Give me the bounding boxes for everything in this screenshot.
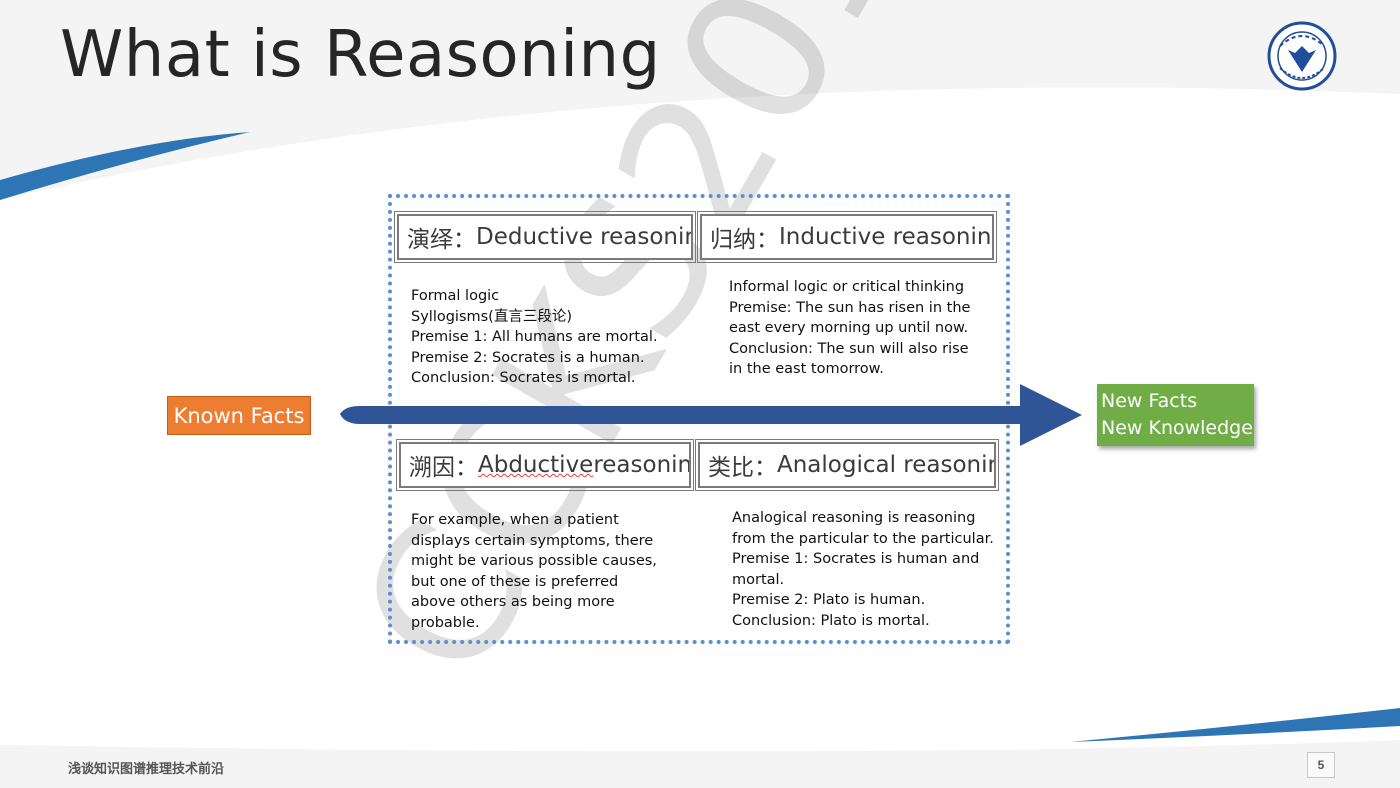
new-knowledge-line: New Knowledge [1101, 417, 1253, 439]
abductive-en-suffix: reasoning [593, 452, 691, 478]
analogical-body: Analogical reasoning is reasoning from t… [732, 510, 994, 629]
zhejiang-university-seal-icon [1267, 21, 1337, 91]
arrow-icon [340, 384, 1082, 446]
page-number: 5 [1307, 752, 1335, 778]
new-facts-box: New Facts New Knowledge [1097, 384, 1254, 446]
analogical-en-label: Analogical reasoning [777, 452, 996, 478]
footer-band [0, 740, 1400, 788]
inductive-body: Informal logic or critical thinking Prem… [729, 279, 971, 377]
inductive-cn-label: 归纳： [710, 227, 779, 253]
known-facts-box: Known Facts [167, 396, 311, 435]
abductive-title: 溯因：Abductive reasoning [396, 439, 694, 491]
inductive-en-label: Inductive reasoning [779, 224, 994, 250]
footer-title: 浅谈知识图谱推理技术前沿 [68, 761, 225, 776]
analogical-title: 类比：Analogical reasoning [695, 439, 999, 491]
abductive-en-word: Abductive [478, 452, 594, 478]
abductive-body: For example, when a patient displays cer… [411, 512, 657, 631]
page-title: What is Reasoning [60, 18, 661, 92]
blue-wave-bottom [1070, 708, 1400, 742]
inductive-title: 归纳：Inductive reasoning [697, 211, 997, 263]
new-facts-line: New Facts [1101, 390, 1198, 412]
analogical-cn-label: 类比： [708, 455, 777, 481]
deductive-cn-label: 演绎： [407, 227, 476, 253]
deductive-en-label: Deductive reasoning [476, 224, 693, 250]
abductive-cn-label: 溯因： [409, 455, 478, 481]
deductive-title: 演绎：Deductive reasoning [394, 211, 696, 263]
deductive-body: Formal logic Syllogisms(直言三段论) Premise 1… [411, 288, 658, 386]
